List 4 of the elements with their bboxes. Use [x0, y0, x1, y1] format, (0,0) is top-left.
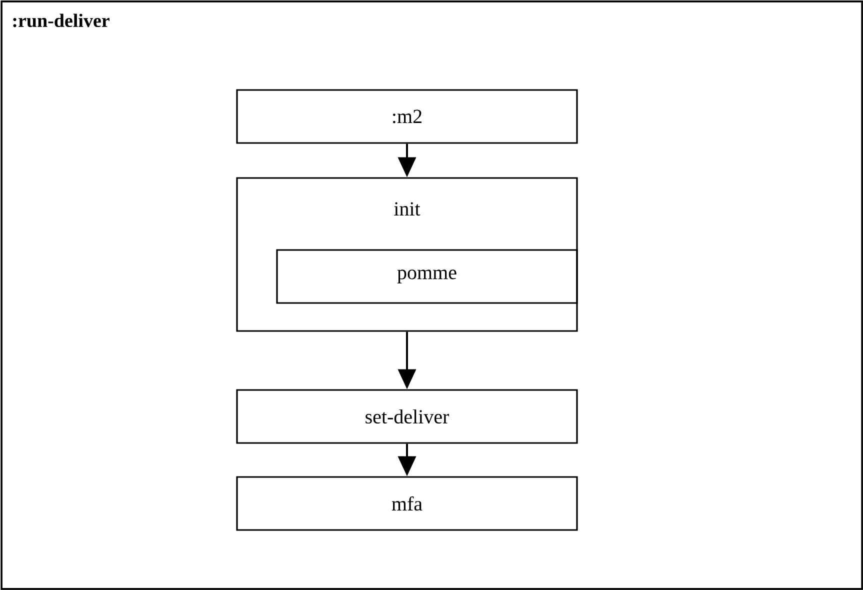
process-box: pomme: [276, 249, 578, 304]
process-box: set-deliver: [236, 389, 578, 444]
process-box: :m2: [236, 89, 578, 144]
process-box: mfa: [236, 476, 578, 531]
